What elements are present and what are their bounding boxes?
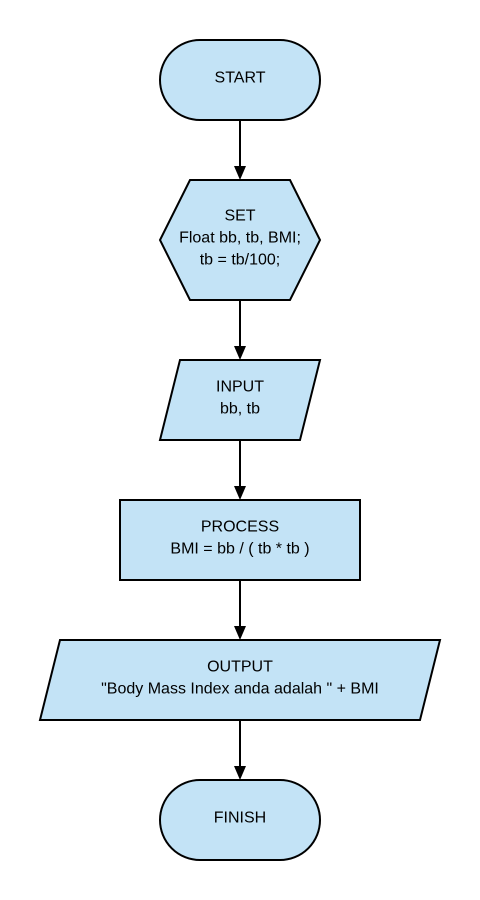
finish-node: FINISH [159,779,321,861]
set-hexagon-shape [158,179,322,301]
process-formula-text: BMI = bb / ( tb * tb ) [170,541,309,558]
output-message-text: "Body Mass Index anda adalah " + BMI [101,681,379,698]
edge-process-to-output [234,580,246,640]
input-variables-text: bb, tb [220,401,260,418]
set-label: SET [224,208,255,225]
set-declaration-text: Float bb, tb, BMI; [179,230,301,247]
finish-label: FINISH [214,810,266,827]
process-label: PROCESS [201,519,279,536]
process-node: PROCESS BMI = bb / ( tb * tb ) [119,499,361,581]
output-node: OUTPUT "Body Mass Index anda adalah " + … [38,639,442,721]
edge-set-to-input [234,300,246,360]
edge-input-to-process [234,440,246,500]
input-label: INPUT [216,379,264,396]
output-label: OUTPUT [207,659,273,676]
edge-output-to-finish [234,720,246,780]
set-node: SET Float bb, tb, BMI; tb = tb/100; [158,179,322,301]
start-label: START [215,70,266,87]
start-node: START [159,39,321,121]
set-conversion-text: tb = tb/100; [200,252,281,269]
edge-start-to-set [234,120,246,180]
start-terminator-shape [159,39,321,121]
output-parallelogram-shape [38,639,442,721]
process-rectangle-shape [119,499,361,581]
finish-terminator-shape [159,779,321,861]
input-parallelogram-shape [158,359,322,441]
input-node: INPUT bb, tb [158,359,322,441]
